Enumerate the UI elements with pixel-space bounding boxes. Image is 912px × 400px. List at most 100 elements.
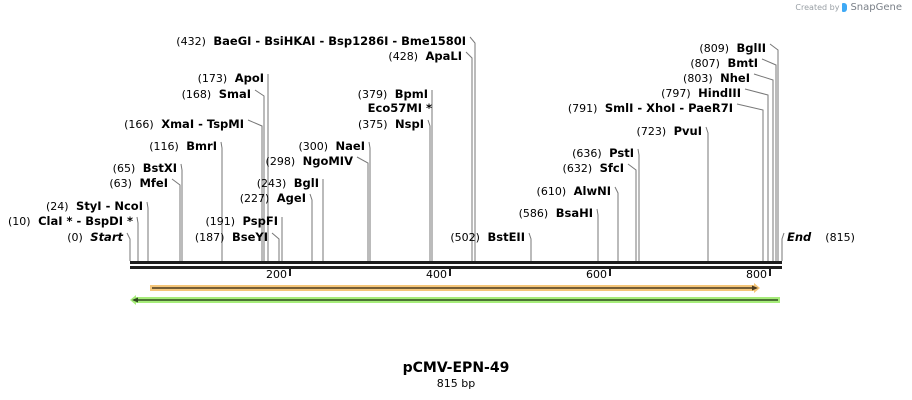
restriction-site-label[interactable]: (298) NgoMIV — [266, 154, 354, 168]
restriction-site-label[interactable]: (243) BglI — [257, 176, 319, 190]
site-position: (173) — [198, 72, 231, 85]
snapgene-logo-icon — [842, 3, 848, 12]
site-name: BmtI — [727, 56, 758, 70]
restriction-site-label[interactable]: (191) PspFI — [205, 214, 278, 228]
site-leader-line — [637, 148, 640, 261]
restriction-site-label[interactable]: (632) SfcI — [563, 161, 624, 175]
restriction-site-label[interactable]: (187) BseYI — [195, 230, 268, 244]
restriction-site-label[interactable]: (797) HindIII — [661, 86, 741, 100]
axis-tick — [289, 269, 291, 276]
restriction-site-label[interactable]: (116) BmrI — [149, 139, 217, 153]
site-leader-line — [627, 163, 637, 261]
site-position: (432) — [176, 35, 209, 48]
site-leader-line — [528, 232, 532, 261]
restriction-site-label[interactable]: (636) PstI — [572, 146, 634, 160]
site-position: (586) — [519, 207, 552, 220]
restriction-site-label[interactable]: (803) NheI — [683, 71, 750, 85]
site-leader-line — [220, 141, 223, 261]
site-leader-lines — [126, 36, 785, 261]
site-name: SmaI — [219, 87, 251, 101]
site-name: ApoI — [235, 71, 264, 85]
site-position: (797) — [661, 87, 694, 100]
site-position: (0) — [67, 231, 86, 244]
site-position: (807) — [690, 57, 723, 70]
restriction-site-label[interactable]: (63) MfeI — [109, 176, 168, 190]
site-leader-line — [356, 156, 369, 261]
site-labels: (0) Start (10) ClaI * - BspDI *(24) StyI … — [8, 34, 855, 244]
features — [130, 283, 780, 305]
site-leader-line — [769, 43, 779, 261]
restriction-site-label[interactable]: (24) StyI - NcoI — [46, 199, 143, 213]
restriction-site-label[interactable]: (428) ApaLI — [388, 49, 462, 63]
site-position: (632) — [563, 162, 596, 175]
axis-tick — [769, 269, 771, 276]
axis-tick-label: 200 — [266, 268, 287, 281]
site-leader-line — [368, 141, 371, 261]
site-position: (428) — [388, 50, 421, 63]
site-leader-line — [761, 58, 777, 261]
site-leader-line — [254, 89, 265, 261]
site-leader-line — [126, 232, 131, 261]
plasmid-title-block: pCMV-EPN-49 815 bp — [0, 360, 912, 390]
site-name: NgoMIV — [303, 154, 353, 168]
site-position: (243) — [257, 177, 290, 190]
orange-feature[interactable] — [150, 283, 760, 293]
restriction-site-label[interactable]: (610) AlwNI — [537, 184, 611, 198]
site-leader-line — [469, 36, 476, 261]
restriction-site-label[interactable]: (791) SmlI - XhoI - PaeR7I — [568, 101, 733, 115]
site-position: (636) — [572, 147, 605, 160]
site-leader-line — [309, 193, 313, 261]
site-position: (168) — [182, 88, 215, 101]
site-leader-line — [705, 126, 709, 261]
site-leader-line — [171, 178, 181, 261]
restriction-site-label[interactable]: (432) BaeGI - BsiHKAI - Bsp1286I - Bme15… — [176, 34, 466, 48]
restriction-site-label[interactable]: (168) SmaI — [182, 87, 251, 101]
site-leader-line — [736, 103, 764, 261]
site-position: (723) — [637, 125, 670, 138]
restriction-site-label[interactable]: (65) BstXI — [113, 161, 177, 175]
site-position: (815) — [825, 231, 855, 244]
restriction-site-label[interactable]: (375) NspI — [358, 117, 424, 131]
site-name: BglI — [294, 176, 319, 190]
restriction-site-label[interactable]: (10) ClaI * - BspDI * — [8, 214, 133, 228]
site-position: (166) — [124, 118, 157, 131]
restriction-site-label[interactable]: (227) AgeI — [240, 191, 306, 205]
green-feature[interactable] — [130, 295, 780, 305]
site-position: (65) — [113, 162, 139, 175]
restriction-site-label[interactable]: End(815) — [787, 230, 855, 244]
site-name: BstXI — [143, 161, 177, 175]
restriction-site-label[interactable]: (166) XmaI - TspMI — [124, 117, 244, 131]
site-position: (63) — [109, 177, 135, 190]
axis-tick-label: 800 — [746, 268, 767, 281]
site-name: AlwNI — [574, 184, 611, 198]
site-name: PstI — [609, 146, 634, 160]
restriction-site-label[interactable]: Eco57MI * — [368, 101, 432, 115]
site-leader-line — [753, 73, 774, 261]
plasmid-length: 815 bp — [436, 377, 476, 390]
restriction-site-label[interactable]: (300) NaeI — [298, 139, 365, 153]
site-name: SmlI - XhoI - PaeR7I — [605, 101, 733, 115]
site-leader-line — [744, 88, 769, 261]
watermark: Created by SnapGene — [795, 2, 902, 13]
restriction-site-label[interactable]: (807) BmtI — [690, 56, 758, 70]
site-name: BseYI — [232, 230, 268, 244]
restriction-site-label[interactable]: (0) Start — [67, 230, 123, 244]
site-name: HindIII — [698, 86, 741, 100]
restriction-site-label[interactable]: (502) BstEII — [450, 230, 525, 244]
site-leader-line — [180, 163, 183, 261]
site-name: PvuI — [674, 124, 702, 138]
site-name: BstEII — [487, 230, 525, 244]
site-name: MfeI — [139, 176, 168, 190]
restriction-site-label[interactable]: (809) BglII — [699, 41, 766, 55]
restriction-site-label[interactable]: (173) ApoI — [198, 71, 264, 85]
restriction-site-label[interactable]: (586) BsaHI — [519, 206, 593, 220]
axis-tick-label: 600 — [586, 268, 607, 281]
backbone-bottom-strand — [130, 266, 782, 269]
site-position: (809) — [699, 42, 732, 55]
plasmid-name: pCMV-EPN-49 — [402, 360, 510, 376]
site-leader-line — [781, 232, 785, 261]
restriction-site-label[interactable]: (723) PvuI — [637, 124, 702, 138]
restriction-site-label[interactable]: (379) BpmI — [358, 87, 428, 101]
site-position: (379) — [358, 88, 391, 101]
